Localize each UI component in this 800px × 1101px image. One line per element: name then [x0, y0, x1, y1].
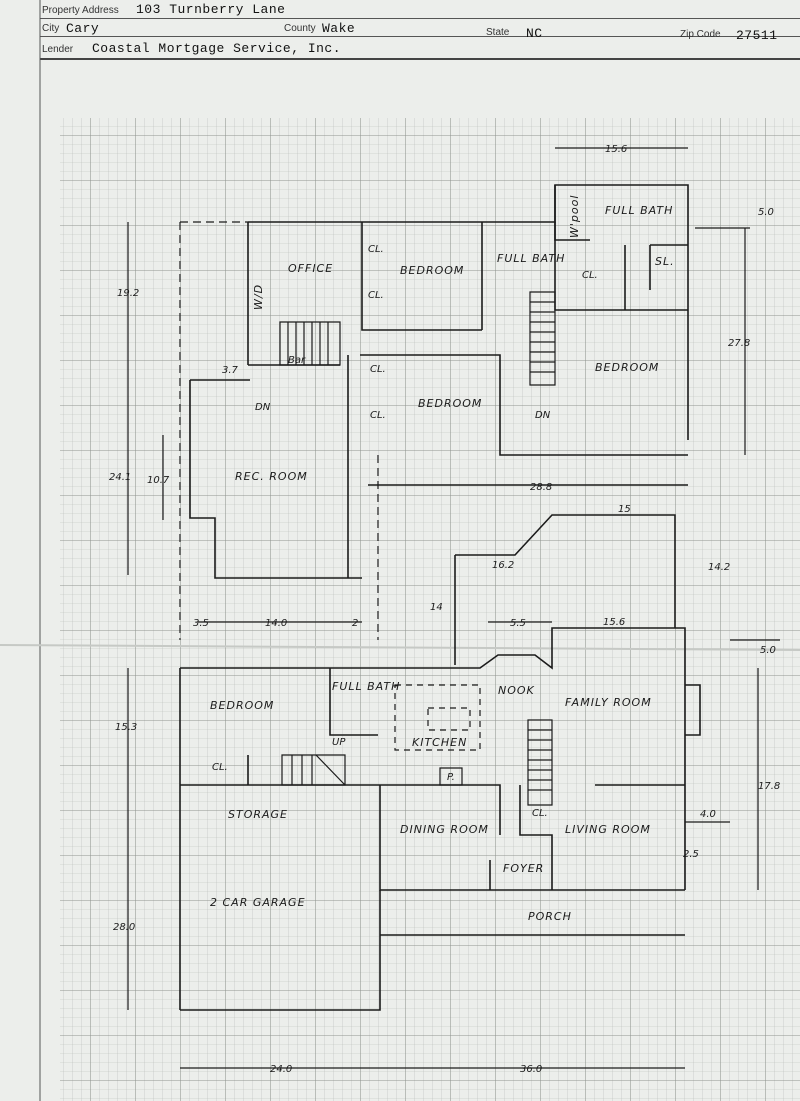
- label-closet-5: CL.: [370, 410, 386, 421]
- city-value: Cary: [66, 21, 100, 36]
- label-nook: NOOK: [498, 684, 535, 697]
- label-kitchen: KITCHEN: [412, 736, 467, 749]
- label-bedroom-upper-2: BEDROOM: [418, 397, 482, 410]
- label-shower: SL.: [655, 255, 675, 268]
- upper-level-walls: [189, 184, 689, 579]
- dim-28-0: 28.0: [113, 922, 135, 933]
- rec-room-walls: [189, 380, 362, 579]
- label-closet-3: CL.: [582, 270, 598, 281]
- label-bar: Bar: [288, 355, 306, 366]
- label-full-bath-lower: FULL BATH: [332, 680, 400, 693]
- label-bedroom-upper-1: BEDROOM: [400, 264, 464, 277]
- label-living-room: LIVING ROOM: [565, 823, 651, 836]
- dim-2: 2: [352, 618, 358, 629]
- city-label: City: [42, 23, 60, 34]
- label-porch: PORCH: [528, 910, 572, 923]
- shower-wall: [649, 244, 688, 290]
- dim-14-2: 14.2: [708, 562, 730, 573]
- dim-15-3: 15.3: [115, 722, 137, 733]
- dim-2-5: 2.5: [683, 849, 699, 860]
- county-value: Wake: [322, 21, 356, 36]
- label-dining-room: DINING ROOM: [400, 823, 489, 836]
- dim-24-1: 24.1: [109, 472, 131, 483]
- dim-14: 14: [430, 602, 443, 613]
- graph-paper-grid: [60, 118, 800, 1101]
- dim-5-5: 5.5: [510, 618, 526, 629]
- dashed-kitchen: [394, 684, 481, 751]
- dim-4-0: 4.0: [700, 809, 716, 820]
- dim-28-8: 28.8: [530, 482, 552, 493]
- dim-15-6-mid: 15.6: [603, 617, 625, 628]
- dining-walls: [380, 784, 501, 835]
- connector-walls: [454, 514, 676, 665]
- dim-5-0-mid: 5.0: [760, 645, 776, 656]
- lower-stairs: [281, 719, 553, 806]
- dashed-outline-upper: [179, 221, 379, 640]
- county-label: County: [284, 23, 316, 34]
- label-office: OFFICE: [288, 262, 333, 275]
- lower-level-walls: [179, 627, 701, 1011]
- label-wd: W/D: [252, 284, 265, 310]
- fireplace: [685, 684, 701, 736]
- label-bedroom-lower: BEDROOM: [210, 699, 274, 712]
- city-row: City Cary County Wake State NC Zip Code …: [40, 18, 800, 43]
- dim-3-7: 3.7: [222, 365, 239, 376]
- label-rec-room: REC. ROOM: [235, 470, 308, 483]
- dim-10-7: 10.7: [147, 475, 170, 486]
- lender-label: Lender: [42, 44, 74, 55]
- paper-fold: [0, 644, 800, 651]
- room-labels: OFFICE W/D BEDROOM FULL BATH W'pool FULL…: [210, 195, 675, 923]
- label-storage: STORAGE: [228, 808, 288, 821]
- dim-14-0: 14.0: [265, 618, 287, 629]
- label-closet-1: CL.: [368, 244, 384, 255]
- label-whirlpool: W'pool: [568, 195, 581, 238]
- dim-27-8: 27.8: [728, 338, 750, 349]
- label-up: UP: [332, 737, 346, 748]
- dim-17-8: 17.8: [758, 781, 780, 792]
- dim-15: 15: [618, 504, 631, 515]
- zip-label: Zip Code: [680, 29, 721, 40]
- label-foyer: FOYER: [503, 862, 544, 875]
- bedroom2-walls: [360, 354, 688, 456]
- label-closet-7: CL.: [532, 808, 548, 819]
- foyer-walls: [519, 785, 553, 890]
- whirlpool-wall: [554, 185, 590, 241]
- label-full-bath-master: FULL BATH: [605, 204, 673, 217]
- label-down-1: DN: [255, 402, 271, 413]
- label-closet-2: CL.: [368, 290, 384, 301]
- label-closet-4: CL.: [370, 364, 386, 375]
- dimension-lines: [127, 147, 780, 1069]
- dim-36-0: 36.0: [520, 1064, 542, 1075]
- lender-row: Lender Coastal Mortgage Service, Inc.: [40, 36, 800, 60]
- state-label: State: [486, 27, 510, 38]
- label-down-2: DN: [535, 410, 551, 421]
- lower-outline-top: [180, 627, 686, 890]
- property-address-label: Property Address: [42, 5, 119, 16]
- upper-stairs: [279, 291, 556, 386]
- label-closet-6: CL.: [212, 762, 228, 773]
- lender-value: Coastal Mortgage Service, Inc.: [92, 41, 342, 56]
- label-family-room: FAMILY ROOM: [565, 696, 652, 709]
- label-bedroom-master: BEDROOM: [595, 361, 659, 374]
- state-value: NC: [526, 26, 543, 41]
- dim-16-2: 16.2: [492, 560, 514, 571]
- zip-value: 27511: [736, 28, 778, 43]
- property-header: Property Address 103 Turnberry Lane City…: [40, 0, 800, 60]
- dim-15-6-top: 15.6: [605, 144, 627, 155]
- lower-bath-walls: [329, 668, 378, 736]
- dim-5-0-top: 5.0: [758, 207, 774, 218]
- property-address-value: 103 Turnberry Lane: [136, 2, 286, 17]
- dim-3-5: 3.5: [193, 618, 209, 629]
- label-full-bath-upper: FULL BATH: [497, 252, 565, 265]
- label-pantry: P.: [447, 772, 455, 783]
- garage-walls: [180, 890, 381, 1011]
- address-row: Property Address 103 Turnberry Lane: [40, 0, 800, 19]
- dim-19-2: 19.2: [117, 288, 139, 299]
- bedroom1-wall: [361, 222, 482, 331]
- label-garage: 2 CAR GARAGE: [210, 896, 306, 909]
- dim-24-0: 24.0: [270, 1064, 292, 1075]
- dimension-labels: 15.6 5.0 19.2 27.8 3.7 24.1 10.7 28.8 15…: [109, 144, 780, 1075]
